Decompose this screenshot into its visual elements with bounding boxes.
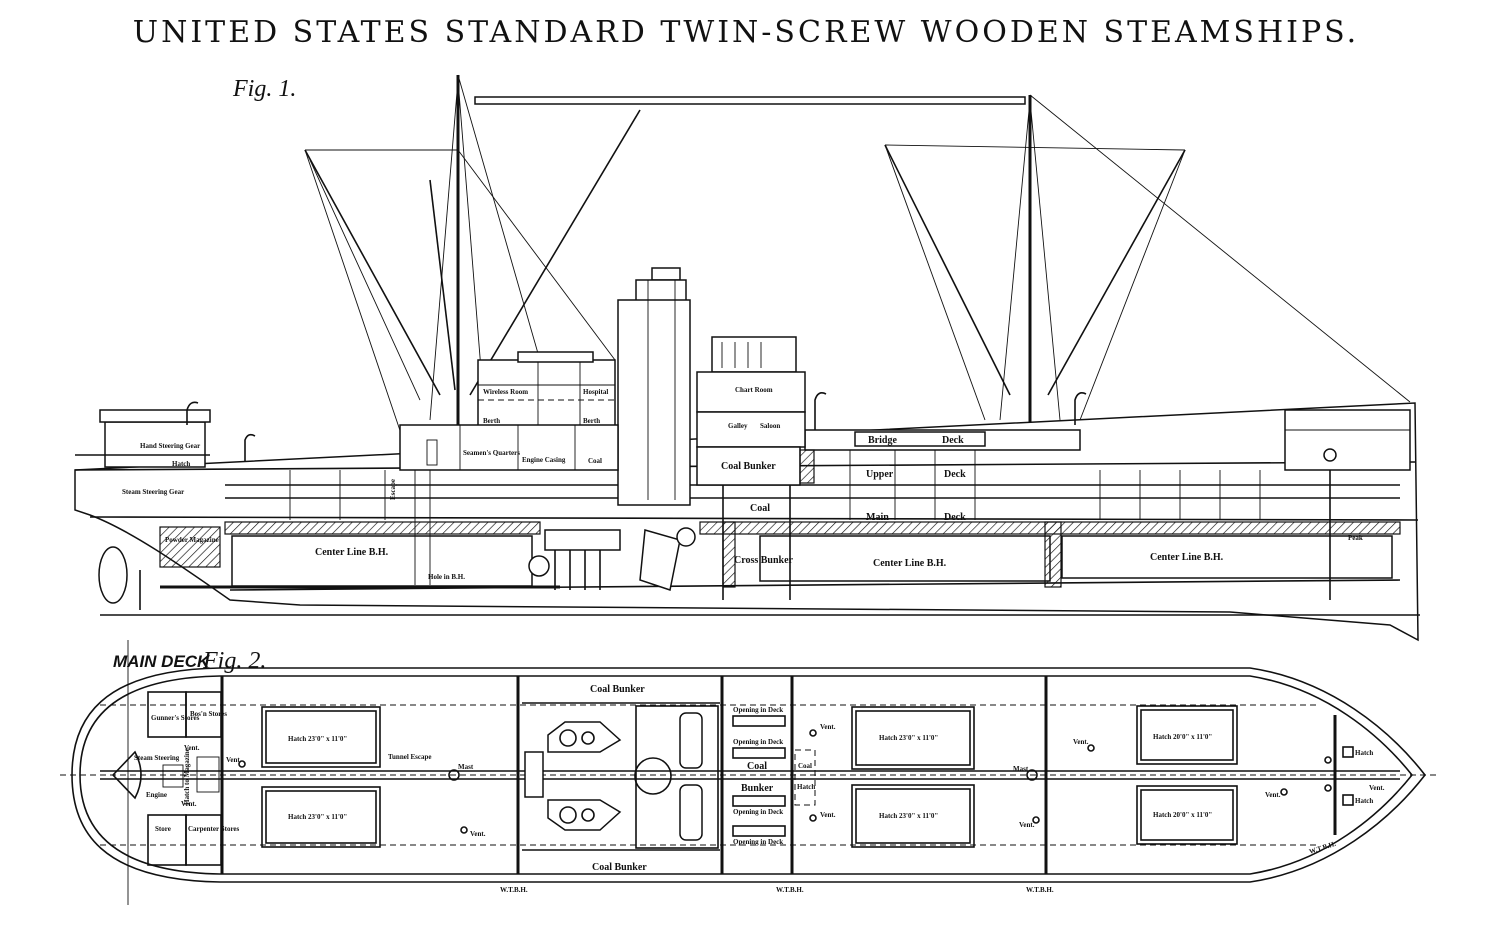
label-galley: Galley [728,422,748,430]
label-coal-bunker-top: Coal Bunker [590,684,645,695]
label-opening-3: Opening in Deck [733,808,783,816]
label-bosns-stores: Bos'n Stores [190,710,227,718]
label-coal-2: Coal [750,503,770,514]
label-vent-8: Vent. [1019,821,1035,829]
label-carpenters-stores: Carpenter Stores [188,825,240,833]
label-vent-4: Vent. [470,830,486,838]
label-vent-2: Vent. [181,800,197,808]
label-coal-hatch-2: Hatch [797,783,815,791]
label-tunnel-escape: Tunnel Escape [388,753,432,761]
label-vent-5: Vent. [820,723,836,731]
engine [544,529,621,551]
label-wtbh-1: W.T.B.H. [500,886,528,894]
label-engine: Engine [146,791,167,799]
label-hole-in-bh: Hole in B.H. [428,573,465,581]
bulkheads [220,676,1337,874]
label-steam-steering: Steam Steering [134,754,180,762]
label-wtbh-3: W.T.B.H. [1026,886,1054,894]
label-wireless-room: Wireless Room [483,388,528,396]
label-engine-casing: Engine Casing [522,456,566,464]
label-bridge-deck: Deck [942,435,964,446]
label-main: Main [866,512,889,523]
mast-span-stay [474,96,1026,105]
label-saloon: Saloon [760,422,780,430]
fig2-plan: MAIN DECK Fig. 2. [60,640,1440,905]
derrick-fore-1 [884,144,1011,396]
label-store: Store [155,825,171,833]
label-chart-room: Chart Room [735,386,773,394]
aft-deckhouse: Wireless Room Berth Hospital Berth Seame… [399,351,619,471]
funnel [617,267,696,591]
label-steam-steering: Steam Steering Gear [122,488,184,496]
aft-mast-plan [448,769,460,781]
label-peak: Peak [1348,534,1363,542]
label-upper-deck: Deck [944,469,966,480]
label-center-line-fwd: Center Line B.H. [1150,552,1224,563]
drawing-title: UNITED STATES STANDARD TWIN-SCREW WOODEN… [133,15,1359,50]
label-vent-10: Vent. [1369,784,1385,792]
label-hospital: Hospital [583,388,608,396]
label-vent-1: Vent. [184,744,200,752]
label-cross-bunker: Cross Bunker [734,555,794,566]
rudder [98,546,128,604]
label-coal-hatch-1: Coal [798,762,812,770]
label-escape: Escape [389,479,397,500]
forestay [1029,94,1411,403]
label-opening-4: Opening in Deck [733,838,783,846]
derrick-aft-1 [304,149,441,396]
hull [74,392,1420,642]
label-coal-1: Coal [588,457,602,465]
derrick-aft-2 [469,109,641,396]
label-powder-magazine: Powder Magazine [165,536,219,544]
fore-mast-plan [1026,769,1038,781]
label-opening-1: Opening in Deck [733,706,783,714]
label-berth-2: Berth [583,417,600,425]
label-seamens-quarters: Seamen's Quarters [463,449,520,457]
label-opening-2: Opening in Deck [733,738,783,746]
label-vent-3: Vent. [226,756,242,764]
label-upper: Upper [866,469,894,480]
label-hatch-b1: Hatch 23'0" x 11'0" [879,734,938,742]
label-vent-6: Vent. [820,811,836,819]
label-hand-steering: Hand Steering Gear [140,442,200,450]
label-bridge: Bridge [868,435,897,446]
label-hatch: Hatch [172,460,190,468]
label-gunners-stores: Gunner's Stores [151,714,200,722]
label-main-deck: Deck [944,512,966,523]
label-vent-9: Vent. [1265,791,1281,799]
fig1-caption: Fig. 1. [232,76,296,102]
label-vent-7: Vent. [1073,738,1089,746]
label-center-line-aft: Center Line B.H. [315,547,389,558]
hatches [261,705,1354,848]
label-hatch-to-magazine: Hatch to Magazine [183,748,191,805]
label-coal-bunker: Coal Bunker [721,461,776,472]
vent-markers [238,729,1332,834]
fig2-caption-prefix: MAIN DECK [113,652,211,671]
label-hatch-a1: Hatch 23'0" x 11'0" [288,735,347,743]
label-hatch-b2: Hatch 23'0" x 11'0" [879,812,938,820]
derrick-fore-2 [1047,149,1186,396]
label-small-hatch-2: Hatch [1355,797,1373,805]
label-bunker: Bunker [741,783,774,794]
label-mast-aft: Mast [458,763,474,771]
label-coal: Coal [747,761,767,772]
label-hatch-c2: Hatch 20'0" x 11'0" [1153,811,1212,819]
bridge-house: Chart Room Galley Saloon Coal Bunker [696,336,815,486]
rigging [304,74,1411,520]
label-small-hatch-1: Hatch [1355,749,1373,757]
engine-room-plan [522,702,816,851]
fig2-caption: Fig. 2. [202,648,266,674]
quadrant-icon [111,750,142,800]
label-coal-bunker-bottom: Coal Bunker [592,862,647,873]
label-hatch-c1: Hatch 20'0" x 11'0" [1153,733,1212,741]
fig1-profile: Fig. 1. [74,74,1420,642]
label-mast-fwd: Mast [1013,765,1029,773]
label-hatch-a2: Hatch 23'0" x 11'0" [288,813,347,821]
label-berth-1: Berth [483,417,500,425]
label-center-line-mid: Center Line B.H. [873,558,947,569]
hull-outline [71,667,1427,883]
label-wtbh-2: W.T.B.H. [776,886,804,894]
